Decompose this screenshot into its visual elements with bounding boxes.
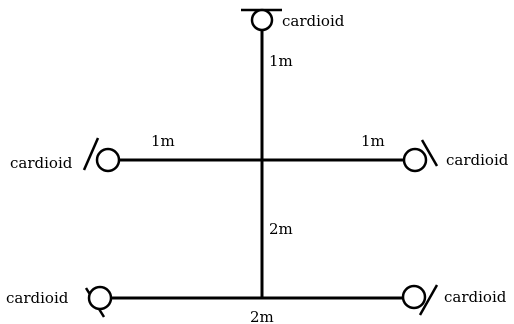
bottom-right-mic-label: cardioid [444, 288, 507, 306]
bottom-left-mic-label: cardioid [6, 289, 69, 307]
right-mic-label: cardioid [446, 151, 509, 169]
left-mic-label: cardioid [10, 154, 73, 172]
right-horizontal-distance-label: 1m [361, 132, 385, 150]
top-vertical-distance-label: 1m [269, 52, 293, 70]
left-horizontal-distance-label: 1m [151, 132, 175, 150]
left-cardioid-mic-icon [82, 137, 121, 173]
right-cardioid-mic-icon [402, 139, 439, 173]
top-cardioid-mic-icon [241, 8, 282, 32]
bottom-horizontal-distance-label: 2m [250, 308, 274, 324]
bottom-right-cardioid-mic-icon [401, 284, 439, 316]
bottom-left-cardioid-mic-icon [84, 285, 113, 318]
top-mic-label: cardioid [282, 12, 345, 30]
lower-vertical-distance-label: 2m [269, 220, 293, 238]
